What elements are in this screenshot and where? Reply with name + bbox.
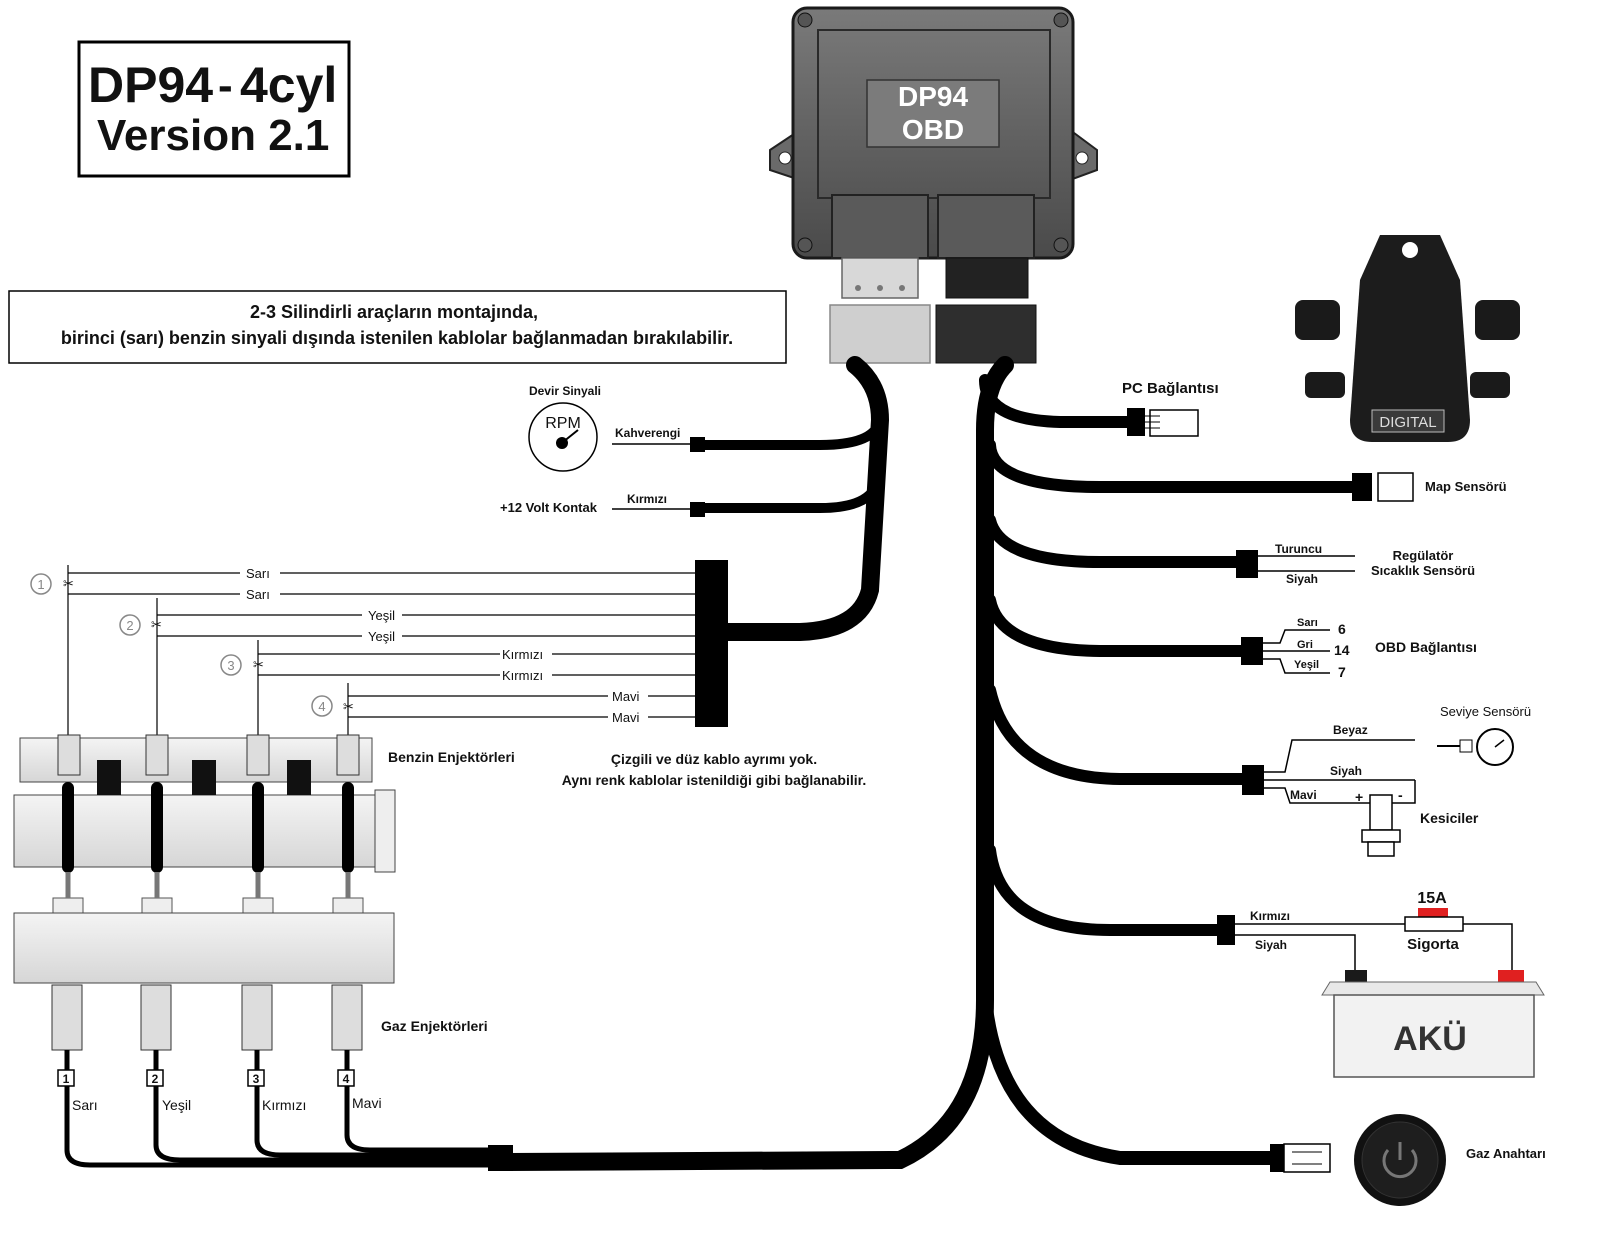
gas-wire-mavi: Mavi xyxy=(352,1095,382,1111)
label-signals-n1: 1 xyxy=(63,1072,70,1086)
gas-wire-sari: Sarı xyxy=(72,1097,98,1113)
petrol-signal-connector: Sarı Sarı Yeşil Yeşil Kırmızı Kırmızı Ma… xyxy=(30,560,728,735)
obd-connection: Sarı Gri Yeşil 6 14 7 OBD Bağlantısı xyxy=(1241,617,1477,680)
signal-wire-yesil-2: Yeşil xyxy=(368,629,395,644)
gas-wire-kirmizi: Kırmızı xyxy=(262,1097,306,1113)
ignition-signal: +12 Volt Kontak Kırmızı xyxy=(500,492,705,517)
fuse-label: Sigorta xyxy=(1407,936,1459,953)
obd-label: OBD Bağlantısı xyxy=(1375,639,1477,655)
rpm-signal: Devir Sinyali RPM Kahverengi xyxy=(528,384,705,472)
ignition-wire-label: Kırmızı xyxy=(627,492,667,506)
signal-wire-kirmizi-1: Kırmızı xyxy=(502,647,543,662)
cable-note-line-1: Çizgili ve düz kablo ayrımı yok. xyxy=(611,751,817,767)
label-signals-n2: 2 xyxy=(152,1072,159,1086)
label-signals-n3: 3 xyxy=(227,658,234,673)
label-signals-n1: 1 xyxy=(37,577,44,592)
rpm-title: Devir Sinyali xyxy=(529,384,601,398)
label-signals-n3: 3 xyxy=(253,1072,260,1086)
cutoff-valve-icon xyxy=(1361,794,1401,857)
svg-text:✂: ✂ xyxy=(253,657,264,672)
regulator-wire-turuncu: Turuncu xyxy=(1275,542,1322,556)
notice-line-2: birinci (sarı) benzin sinyali dışında is… xyxy=(61,328,733,348)
level-sensor: Beyaz Siyah Mavi Seviye Sensörü + - Kesi… xyxy=(1242,704,1531,857)
level-wire-beyaz: Beyaz xyxy=(1333,723,1368,737)
map-sensor-label: Map Sensörü xyxy=(1425,479,1507,494)
obd-wire-yesil: Yeşil xyxy=(1294,659,1319,671)
cable-note-line-2: Aynı renk kablolar istenildiği gibi bağl… xyxy=(562,772,866,788)
ignition-label: +12 Volt Kontak xyxy=(500,500,598,515)
regulator-label-1: Regülatör xyxy=(1393,548,1454,563)
level-wire-siyah: Siyah xyxy=(1330,764,1362,778)
obd-wire-sari: Sarı xyxy=(1297,617,1318,629)
petrol-injector-rail: Benzin Enjektörleri xyxy=(13,734,515,873)
gas-injectors-label: Gaz Enjektörleri xyxy=(381,1018,488,1034)
signal-wire-mavi-1: Mavi xyxy=(612,689,640,704)
level-sensor-label: Seviye Sensörü xyxy=(1440,704,1531,719)
harness xyxy=(491,356,1366,1171)
rpm-gauge-icon xyxy=(528,402,598,472)
title-separator: - xyxy=(218,61,233,110)
regulator-sensor: Turuncu Siyah Regülatör Sıcaklık Sensörü xyxy=(1236,542,1475,586)
map-sensor-badge: DIGITAL xyxy=(1379,414,1436,431)
rpm-gauge-label: RPM xyxy=(545,415,581,432)
cylinder-1-marker xyxy=(30,573,52,595)
gas-switch-label: Gaz Anahtarı xyxy=(1466,1146,1546,1161)
obd-pin-6: 6 xyxy=(1338,621,1346,637)
title-cylinders: 4cyl xyxy=(240,57,337,113)
svg-text:✂: ✂ xyxy=(151,617,162,632)
signal-wire-mavi-2: Mavi xyxy=(612,710,640,725)
battery-icon: AKÜ xyxy=(1321,970,1545,1078)
regulator-wire-siyah: Siyah xyxy=(1286,572,1318,586)
title-model: DP94 xyxy=(88,57,213,113)
pc-label: PC Bağlantısı xyxy=(1122,380,1219,397)
signal-wire-sari-2: Sarı xyxy=(246,587,270,602)
obd-pin-7: 7 xyxy=(1338,664,1346,680)
cutoff-minus: - xyxy=(1398,787,1403,803)
ecu-label-model: DP94 xyxy=(898,81,968,112)
petrol-injectors-label: Benzin Enjektörleri xyxy=(388,749,515,765)
title-version: Version 2.1 xyxy=(97,111,329,160)
cutoff-label: Kesiciler xyxy=(1420,810,1479,826)
pc-connection: PC Bağlantısı xyxy=(1122,380,1219,437)
notice-box: 2-3 Silindirli araçların montajında, bir… xyxy=(8,290,787,364)
svg-text:✂: ✂ xyxy=(63,576,74,591)
gas-injector-rail: Gaz Enjektörleri 1 2 3 4 Sarı Yeşil Kırm… xyxy=(13,872,513,1171)
battery-label: AKÜ xyxy=(1393,1020,1467,1058)
regulator-label-2: Sıcaklık Sensörü xyxy=(1371,563,1475,578)
cylinder-3-marker xyxy=(220,654,242,676)
title-box: DP94 - 4cyl Version 2.1 xyxy=(77,40,351,178)
signal-wire-kirmizi-2: Kırmızı xyxy=(502,668,543,683)
map-sensor: DIGITAL Map Sensörü xyxy=(1295,235,1520,502)
ecu-label-obd: OBD xyxy=(902,114,964,145)
label-signals-n4: 4 xyxy=(343,1072,350,1086)
scissors-icon: ✂ ✂ ✂ ✂ xyxy=(63,576,354,714)
gas-wire-yesil: Yeşil xyxy=(162,1097,191,1113)
cylinder-4-marker xyxy=(311,695,333,717)
cylinder-2-marker xyxy=(119,614,141,636)
battery-connection: Kırmızı Siyah 15A Sigorta AKÜ xyxy=(1217,890,1545,1078)
label-signals-n4: 4 xyxy=(318,699,325,714)
obd-pin-14: 14 xyxy=(1334,642,1350,658)
label-signals-n2: 2 xyxy=(126,618,133,633)
signal-wire-sari-1: Sarı xyxy=(246,566,270,581)
gas-switch: Gaz Anahtarı xyxy=(1270,1114,1546,1206)
fuse-rating: 15A xyxy=(1417,890,1447,907)
svg-text:✂: ✂ xyxy=(343,699,354,714)
rpm-wire-label: Kahverengi xyxy=(615,426,680,440)
ecu-unit: DP94 OBD xyxy=(769,6,1098,364)
fuse-icon xyxy=(1404,908,1464,932)
obd-wire-gri: Gri xyxy=(1297,639,1313,651)
level-wire-mavi: Mavi xyxy=(1290,788,1317,802)
cutoff-plus: + xyxy=(1355,789,1363,805)
signal-wire-yesil-1: Yeşil xyxy=(368,608,395,623)
power-wire-kirmizi: Kırmızı xyxy=(1250,909,1290,923)
notice-line-1: 2-3 Silindirli araçların montajında, xyxy=(250,302,538,322)
power-wire-siyah: Siyah xyxy=(1255,938,1287,952)
